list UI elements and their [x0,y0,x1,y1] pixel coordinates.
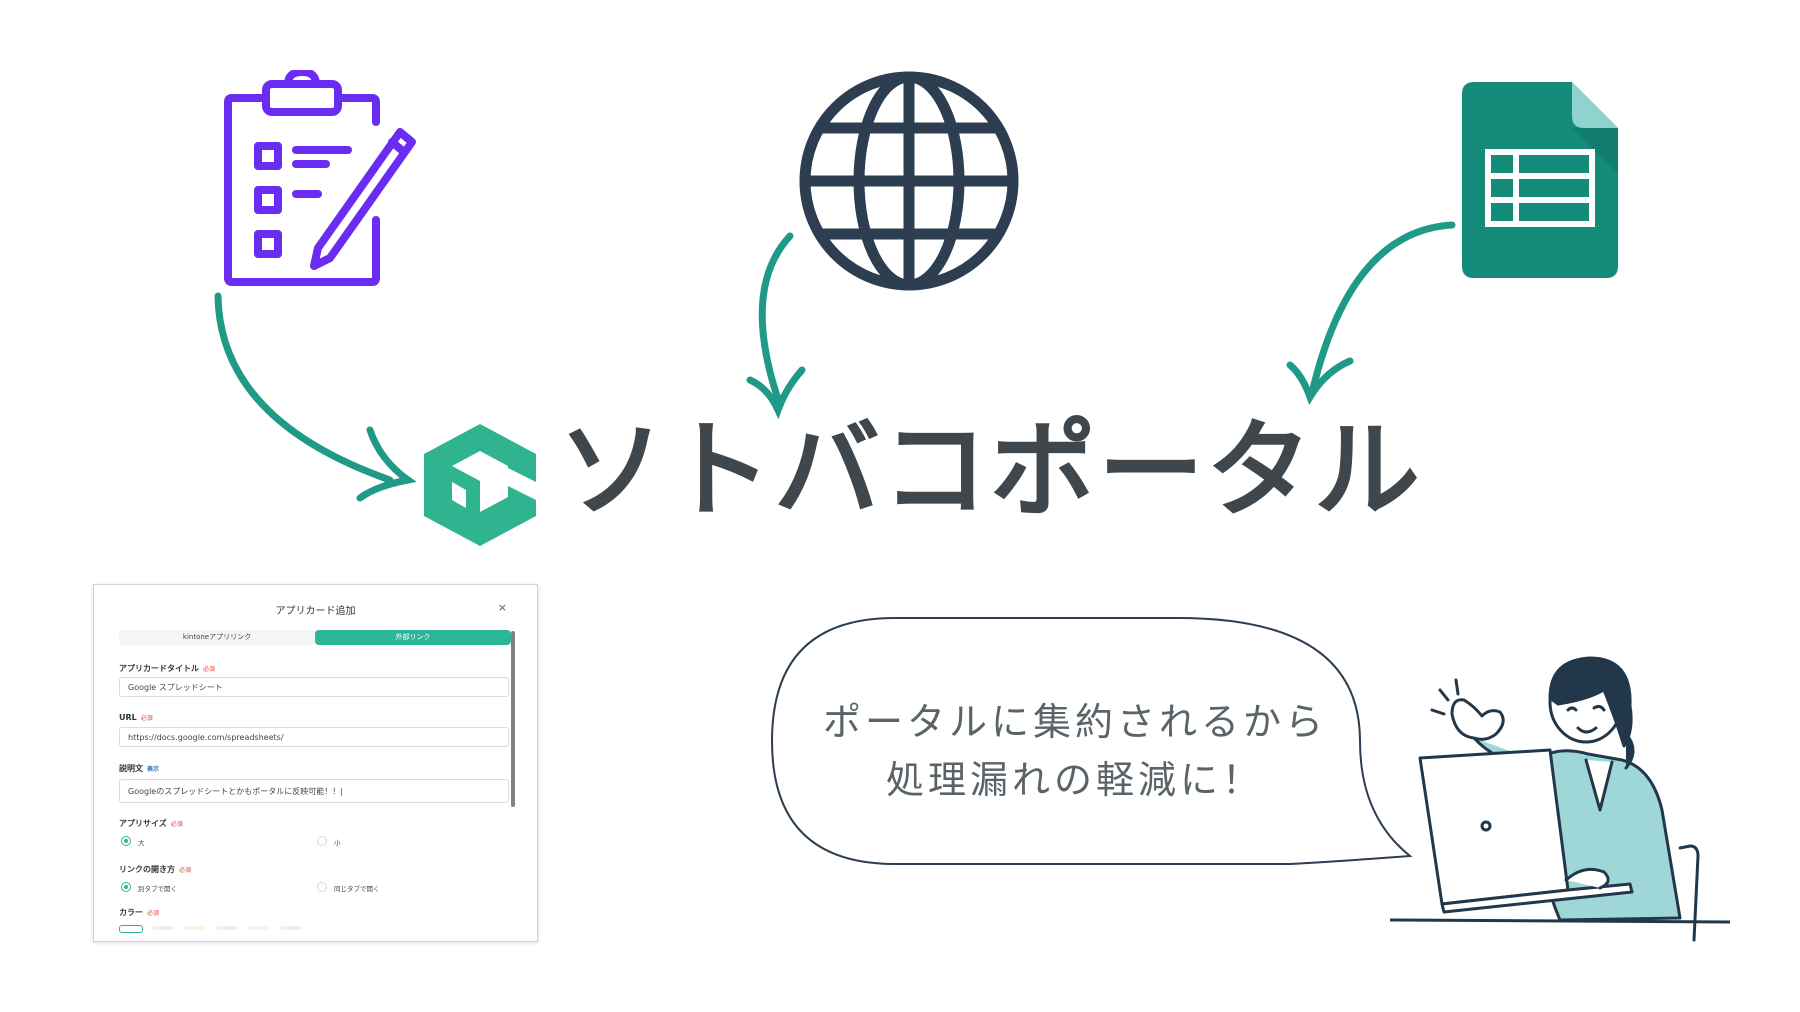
color-swatch[interactable] [280,926,302,930]
required-badge: 必須 [147,910,160,917]
required-badge: 必須 [179,867,192,874]
color-swatch[interactable] [184,926,206,930]
required-badge: 必須 [203,666,216,673]
dialog-scrollbar[interactable] [511,631,515,807]
app-card-dialog: アプリカード追加 × kintoneアプリリンク 外部リンク アプリカードタイト… [93,584,538,942]
speech-bubble [770,616,1420,866]
required-badge: 必須 [140,715,153,722]
open-new-tab-label: 別タブで開く [138,885,177,893]
speech-bubble-text: ポータルに集約されるから 処理漏れの軽減に！ [805,693,1345,809]
size-large-radio[interactable] [121,836,131,846]
clipboard-checklist-pencil-icon [222,70,418,290]
sotobako-logo [424,424,536,546]
arrow-from-sheets [1270,215,1470,405]
description-input[interactable]: Googleのスプレッドシートとかもポータルに反映可能！！| [119,779,509,803]
link-open-label: リンクの開き方必須 [119,865,192,874]
color-swatch[interactable] [216,926,238,930]
size-large-label: 大 [138,839,145,847]
size-small-label: 小 [334,839,341,847]
title-field-label: アプリカードタイトル必須 [119,664,216,673]
app-size-label: アプリサイズ必須 [119,819,183,828]
woman-with-laptop-illustration [1390,650,1730,980]
open-same-tab-label: 同じタブで開く [334,885,380,893]
bubble-line-2: 処理漏れの軽減に！ [885,758,1264,802]
close-icon[interactable]: × [497,601,507,614]
arrow-from-survey [200,290,420,510]
tab-external-link[interactable]: 外部リンク [315,630,511,645]
color-label: カラー必須 [119,908,160,917]
description-info[interactable]: 表示 [147,766,160,773]
globe-icon [798,70,1020,292]
size-small-radio[interactable] [317,836,327,846]
spreadsheet-icon [1462,82,1618,278]
color-swatch[interactable] [152,926,174,930]
brand-title: ソトバコポータル [558,409,1422,532]
open-new-tab-radio[interactable] [121,882,131,892]
bubble-line-1: ポータルに集約されるから [822,700,1327,744]
dialog-title: アプリカード追加 [275,606,356,617]
required-badge: 必須 [170,821,183,828]
arrow-from-globe [730,230,830,420]
color-swatch[interactable] [248,926,270,930]
tab-kintone-app-link[interactable]: kintoneアプリリンク [182,633,252,641]
open-same-tab-radio[interactable] [317,882,327,892]
color-swatch-selected[interactable] [119,925,143,933]
description-field-label: 説明文表示 [119,764,160,773]
title-input[interactable]: Google スプレッドシート [119,677,509,697]
link-type-tabs: kintoneアプリリンク 外部リンク [119,630,511,645]
url-input[interactable]: https://docs.google.com/spreadsheets/ [119,727,509,747]
